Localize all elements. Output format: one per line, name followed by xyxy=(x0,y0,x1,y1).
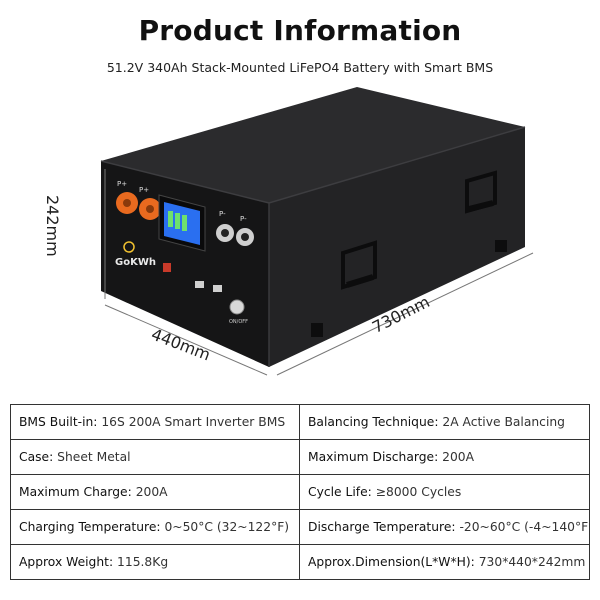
port-3 xyxy=(213,285,222,292)
spec-key: Maximum Discharge: xyxy=(308,450,443,464)
spec-key: Cycle Life: xyxy=(308,485,376,499)
spec-key: Discharge Temperature: xyxy=(308,520,460,534)
spec-cell: Charging Temperature: 0~50°C (32~122°F) xyxy=(10,509,300,545)
spec-key: Approx.Dimension(L*W*H): xyxy=(308,555,479,569)
spec-key: BMS Built-in: xyxy=(19,415,102,429)
spec-cell: BMS Built-in: 16S 200A Smart Inverter BM… xyxy=(10,404,300,440)
spec-cell: Maximum Charge: 200A xyxy=(10,474,300,510)
negative-terminals: P- P- xyxy=(216,210,254,246)
page-title: Product Information xyxy=(138,14,462,47)
spec-value: 0~50°C (32~122°F) xyxy=(164,520,290,534)
positive-terminals: P+ P+ xyxy=(116,180,161,220)
spec-key: Maximum Charge: xyxy=(19,485,136,499)
spec-value: 200A xyxy=(135,485,168,499)
spec-value: Sheet Metal xyxy=(57,450,131,464)
terminal-neg-label-2: P- xyxy=(240,215,247,223)
spec-value: 730*440*242mm xyxy=(478,555,586,569)
battery-product-image: P+ P+ P- P- GoKWh ON/OFF xyxy=(100,87,534,376)
spec-cell: Discharge Temperature: -20~60°C (-4~140°… xyxy=(299,509,590,545)
table-row: Approx Weight: 115.8Kg Approx.Dimension(… xyxy=(10,544,590,580)
spec-value: -20~60°C (-4~140°F) xyxy=(459,520,590,534)
brand-logo-text: GoKWh xyxy=(115,257,156,268)
bms-display xyxy=(158,194,206,252)
table-row: BMS Built-in: 16S 200A Smart Inverter BM… xyxy=(10,404,590,440)
spec-cell: Balancing Technique: 2A Active Balancing xyxy=(299,404,590,440)
spec-key: Balancing Technique: xyxy=(308,415,443,429)
spec-cell: Cycle Life: ≥8000 Cycles xyxy=(299,474,590,510)
spec-key: Charging Temperature: xyxy=(19,520,165,534)
spec-cell: Case: Sheet Metal xyxy=(10,439,300,475)
specs-table: BMS Built-in: 16S 200A Smart Inverter BM… xyxy=(10,404,590,580)
spec-cell: Approx.Dimension(L*W*H): 730*440*242mm xyxy=(299,544,590,580)
page-subtitle: 51.2V 340Ah Stack-Mounted LiFePO4 Batter… xyxy=(106,60,494,75)
spec-key: Case: xyxy=(19,450,58,464)
spec-value: 16S 200A Smart Inverter BMS xyxy=(101,415,286,429)
port-1 xyxy=(163,263,171,272)
power-switch xyxy=(229,299,245,315)
battery-top-face xyxy=(101,87,525,203)
terminal-neg-label-1: P- xyxy=(219,210,226,218)
port-2 xyxy=(195,281,204,288)
battery-side-face xyxy=(269,127,525,367)
spec-value: 115.8Kg xyxy=(117,555,169,569)
terminal-pos-label-2: P+ xyxy=(139,186,149,194)
side-handle-left xyxy=(341,240,377,290)
table-row: Maximum Charge: 200A Cycle Life: ≥8000 C… xyxy=(10,474,590,510)
spec-cell: Approx Weight: 115.8Kg xyxy=(10,544,300,580)
table-row: Case: Sheet Metal Maximum Discharge: 200… xyxy=(10,439,590,475)
terminal-pos-label-1: P+ xyxy=(117,180,127,188)
spec-value: 2A Active Balancing xyxy=(442,415,565,429)
brand-logo: GoKWh xyxy=(115,241,156,268)
side-handle-right xyxy=(465,170,497,214)
spec-value: ≥8000 Cycles xyxy=(375,485,462,499)
spec-cell: Maximum Discharge: 200A xyxy=(299,439,590,475)
spec-value: 200A xyxy=(442,450,475,464)
dimension-height: 242mm xyxy=(43,195,62,257)
table-row: Charging Temperature: 0~50°C (32~122°F) … xyxy=(10,509,590,545)
switch-label: ON/OFF xyxy=(229,319,248,325)
spec-key: Approx Weight: xyxy=(19,555,118,569)
